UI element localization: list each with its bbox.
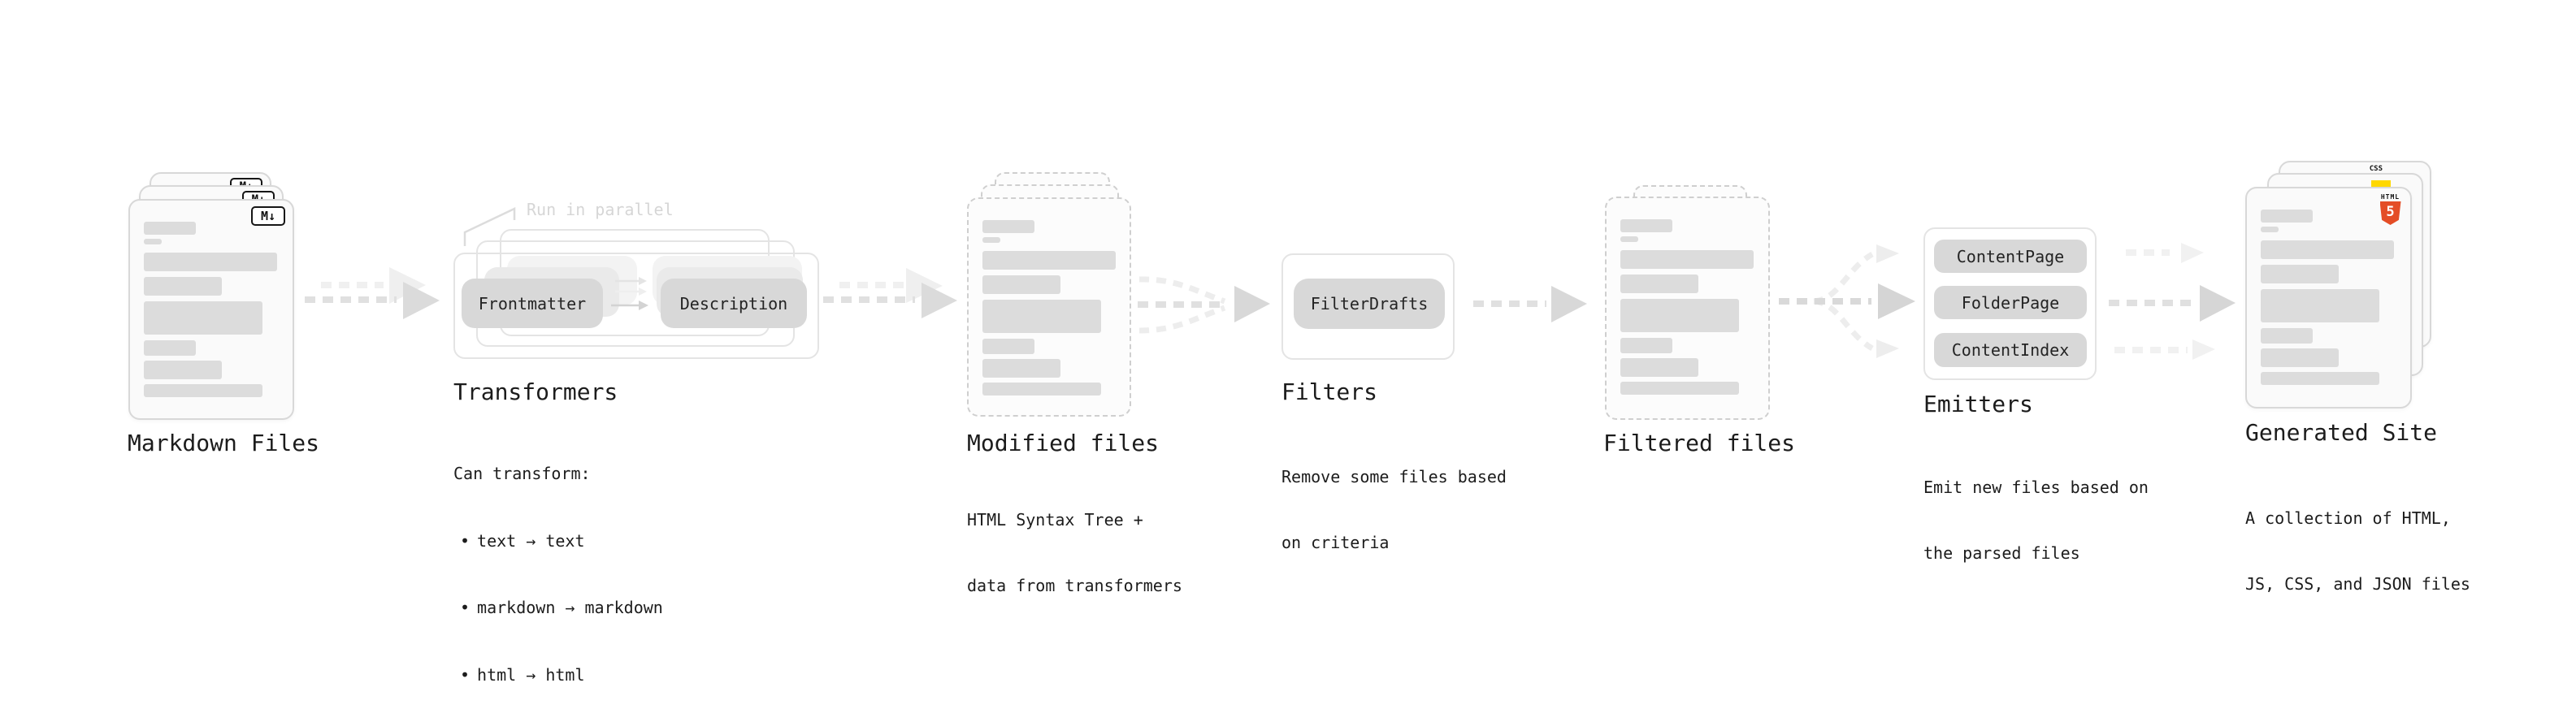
skeleton-line: [1620, 250, 1754, 269]
emitter-chip-contentindex: ContentIndex: [1934, 333, 2087, 367]
skeleton-line: [144, 301, 262, 335]
skeleton-line: [1620, 299, 1739, 332]
generated-site-label: Generated Site: [2245, 419, 2438, 446]
arrow-transformers-to-modified: [823, 268, 957, 318]
skeleton-line: [982, 237, 1000, 243]
skeleton-line: [2261, 240, 2394, 259]
arrowhead-icon: [2200, 285, 2236, 322]
html5-icon: HTML 5: [2379, 193, 2401, 225]
emitter-chip-folderpage: FolderPage: [1934, 286, 2087, 319]
modified-file-card-front: [967, 197, 1131, 417]
skeleton-line: [2261, 210, 2313, 223]
arrowhead-icon: [1878, 283, 1915, 319]
arrowhead-icon: [1876, 244, 1899, 263]
skeleton-line: [2261, 227, 2279, 232]
skeleton-line: [982, 275, 1060, 294]
transformer-group-outline-front: [453, 253, 819, 359]
filters-group-outline: [1281, 253, 1455, 360]
arrowhead-icon: [922, 283, 957, 318]
skeleton-line: [982, 251, 1116, 270]
arrow-modified-to-filters-merge: [1138, 276, 1270, 334]
generated-site-description: A collection of HTML, JS, CSS, and JSON …: [2245, 464, 2470, 617]
filters-title: Filters: [1281, 378, 1378, 405]
arrowhead-icon: [403, 282, 440, 319]
markdown-files-label: Markdown Files: [128, 430, 320, 456]
arrowhead-icon: [906, 268, 943, 303]
skeleton-line: [982, 300, 1101, 333]
modified-files-label: Modified files: [967, 430, 1160, 456]
markdown-icon: M↓: [251, 206, 285, 226]
modified-files-description: HTML Syntax Tree + data from transformer…: [967, 465, 1182, 619]
emitters-title: Emitters: [1923, 391, 2033, 417]
filter-chip-filterdrafts: FilterDrafts: [1294, 279, 1445, 329]
arrow-filters-to-filtered: [1473, 286, 1587, 322]
stage-generated-site: CSS HTML 5: [2245, 161, 2436, 413]
filtered-file-card-front: [1605, 197, 1770, 420]
markdown-file-card-front: M↓: [128, 199, 294, 420]
arrowhead-icon: [1234, 286, 1270, 322]
skeleton-line: [144, 340, 196, 356]
filtered-files-label: Filtered files: [1603, 430, 1796, 456]
arrowhead-icon: [2181, 243, 2204, 263]
skeleton-line: [2261, 289, 2379, 322]
arrowhead-icon: [1876, 339, 1899, 358]
html5-icon-shield: 5: [2379, 201, 2401, 225]
skeleton-line: [2261, 265, 2339, 283]
skeleton-line: [1620, 219, 1672, 232]
emitters-description: Emit new files based on the parsed files: [1923, 433, 2149, 586]
skeleton-line: [1620, 358, 1698, 377]
skeleton-line: [1620, 382, 1739, 395]
arrowhead-icon: [389, 267, 426, 304]
skeleton-line: [1620, 275, 1698, 293]
skeleton-line: [2261, 348, 2339, 367]
generated-site-desc-line: JS, CSS, and JSON files: [2245, 574, 2470, 594]
filters-desc-line: Remove some files based: [1281, 467, 1507, 486]
transformer-chip-frontmatter: Frontmatter: [462, 279, 603, 328]
skeleton-line: [1620, 338, 1672, 353]
emitters-desc-line: Emit new files based on: [1923, 478, 2149, 497]
arrow-markdown-to-transformers: [305, 267, 440, 319]
skeleton-line: [2261, 372, 2379, 385]
skeleton-line: [144, 222, 196, 235]
can-transform-heading: Can transform:: [453, 464, 591, 483]
emitters-desc-line: the parsed files: [1923, 543, 2080, 563]
skeleton-line: [2261, 328, 2313, 344]
skeleton-line: [144, 277, 222, 296]
skeleton-line: [982, 359, 1060, 378]
skeleton-line: [144, 253, 277, 271]
arrow-emitters-to-site: [2109, 243, 2236, 360]
skeleton-line: [982, 339, 1034, 354]
skeleton-line: [982, 383, 1101, 396]
filters-description: Remove some files based on criteria: [1281, 422, 1507, 576]
emitters-group-outline: [1923, 227, 2097, 380]
pipeline-diagram-page: { "stages": { "markdown_files": { "label…: [128, 161, 2470, 685]
transformer-chip-description: Description: [661, 279, 807, 328]
skeleton-line: [1620, 236, 1638, 242]
run-in-parallel-label: Run in parallel: [527, 200, 674, 219]
modified-files-desc-line: data from transformers: [967, 576, 1182, 595]
modified-files-desc-line: HTML Syntax Tree +: [967, 510, 1143, 530]
transformers-description: Can transform: •text → text •markdown → …: [453, 418, 663, 709]
skeleton-line: [144, 239, 162, 244]
skeleton-line: [982, 220, 1034, 233]
transform-bullet: •html → html: [460, 664, 585, 685]
skeleton-line: [144, 361, 222, 379]
arrow-filtered-to-emitters-split: [1779, 244, 1915, 358]
arrowhead-icon: [2192, 339, 2215, 360]
site-file-card-front: HTML 5: [2245, 187, 2412, 409]
filters-desc-line: on criteria: [1281, 533, 1390, 552]
emitter-chip-contentpage: ContentPage: [1934, 240, 2087, 273]
generated-site-desc-line: A collection of HTML,: [2245, 508, 2451, 528]
stage-markdown-files: M↓ M↓ M↓: [128, 172, 299, 424]
arrowhead-icon: [1551, 286, 1587, 322]
skeleton-line: [144, 384, 262, 397]
html5-icon-word: HTML: [2380, 193, 2400, 201]
transformers-title: Transformers: [453, 378, 618, 405]
transform-bullet: •text → text: [460, 530, 585, 551]
transform-bullet: •markdown → markdown: [460, 598, 663, 617]
